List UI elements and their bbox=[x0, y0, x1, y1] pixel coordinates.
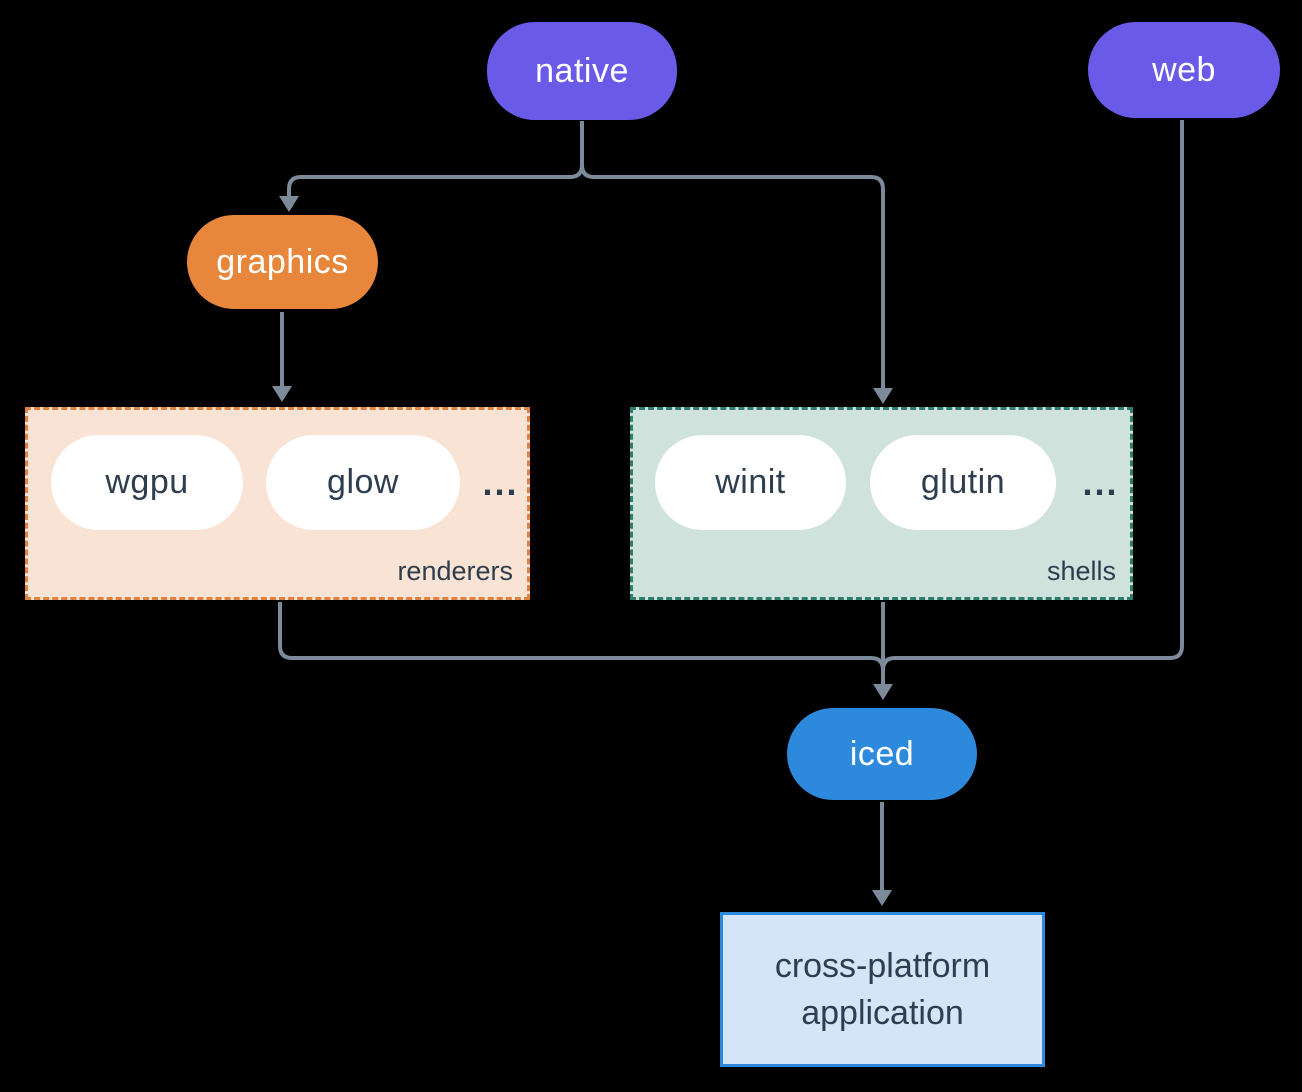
node-wgpu: wgpu bbox=[51, 435, 243, 530]
edge-renderers-merge bbox=[278, 602, 885, 671]
node-graphics: graphics bbox=[187, 215, 378, 309]
node-iced: iced bbox=[787, 708, 977, 800]
renderers-ellipsis: ... bbox=[482, 461, 519, 503]
shells-ellipsis: ... bbox=[1082, 461, 1119, 503]
shells-group-label: shells bbox=[1046, 556, 1116, 586]
application-label-line2: application bbox=[801, 993, 964, 1032]
arrowhead-to-renderers bbox=[272, 386, 292, 402]
node-glow: glow bbox=[266, 435, 460, 530]
application-label-line1: cross-platform bbox=[774, 946, 991, 985]
arrowhead-to-shells bbox=[873, 388, 893, 404]
group-renderers: wgpu glow ... renderers bbox=[25, 407, 530, 600]
node-winit: winit bbox=[655, 435, 846, 530]
node-native: native bbox=[487, 22, 677, 120]
edge-native-split bbox=[287, 121, 885, 390]
arrowhead-to-iced bbox=[873, 684, 893, 700]
group-shells: winit glutin ... shells bbox=[630, 407, 1133, 600]
renderers-group-label: renderers bbox=[397, 556, 513, 586]
node-web: web bbox=[1088, 22, 1280, 118]
node-glutin: glutin bbox=[870, 435, 1056, 530]
arrowhead-to-graphics bbox=[279, 196, 299, 212]
arrowhead-to-application bbox=[872, 890, 892, 906]
node-cross-platform-application: cross-platform application bbox=[720, 912, 1045, 1067]
